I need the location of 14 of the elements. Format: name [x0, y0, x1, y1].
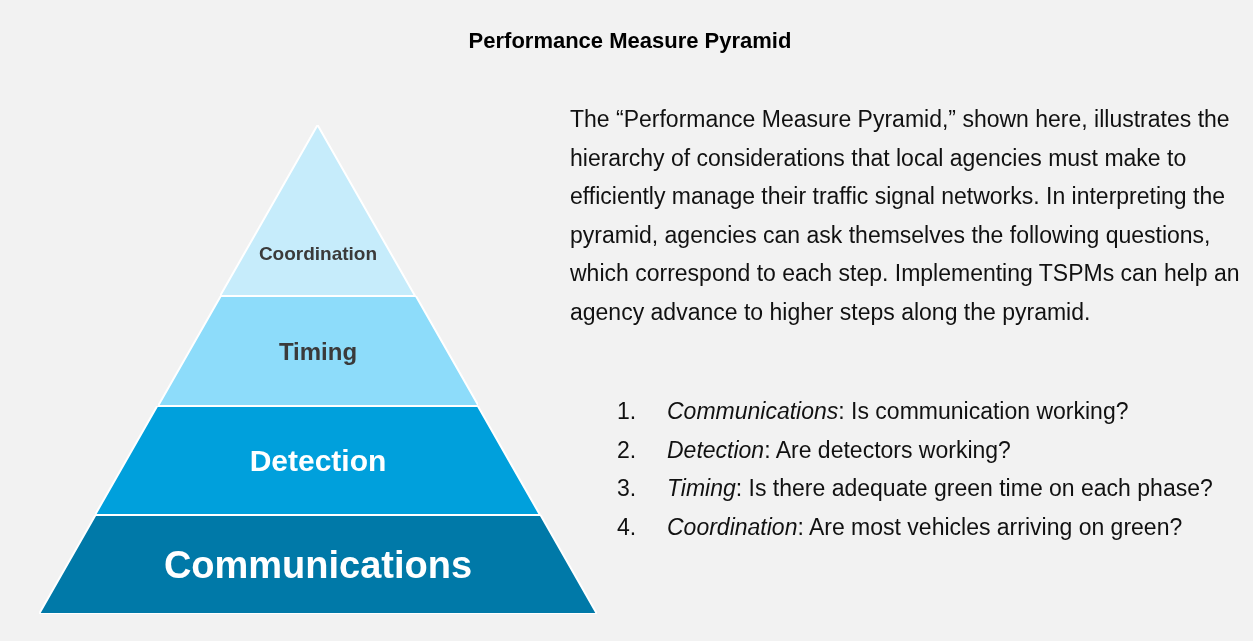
layer-label: Coordination [257, 242, 379, 265]
list-item: Detection: Are detectors working? [667, 435, 1012, 465]
title: Performance Measure Pyramid [467, 28, 793, 54]
list-number: 4. [617, 512, 637, 542]
layer-label: Communications [162, 544, 474, 588]
layer-label: Detection [248, 444, 388, 478]
list-item: Communications: Is communication working? [667, 397, 1130, 426]
layer-label: Timing [277, 337, 359, 366]
description-paragraph: The “Performance Measure Pyramid,” shown here, illustrates the hierarchy of considerations that local agencies must make to efficiently manage their traffic signal networks. In interpreting the pyramid, agencies can ask themselves the following questions, which correspond to each step. Implementing TSPMs can help an agency advance to higher steps along the pyramid. [570, 105, 1241, 327]
list-number: 2. [617, 435, 637, 465]
list-number: 3. [617, 474, 637, 503]
list-item: Timing: Is there adequate green time on each phase? [667, 474, 1214, 503]
list-number: 1. [617, 397, 637, 426]
list-item: Coordination: Are most vehicles arriving on green? [667, 512, 1184, 542]
